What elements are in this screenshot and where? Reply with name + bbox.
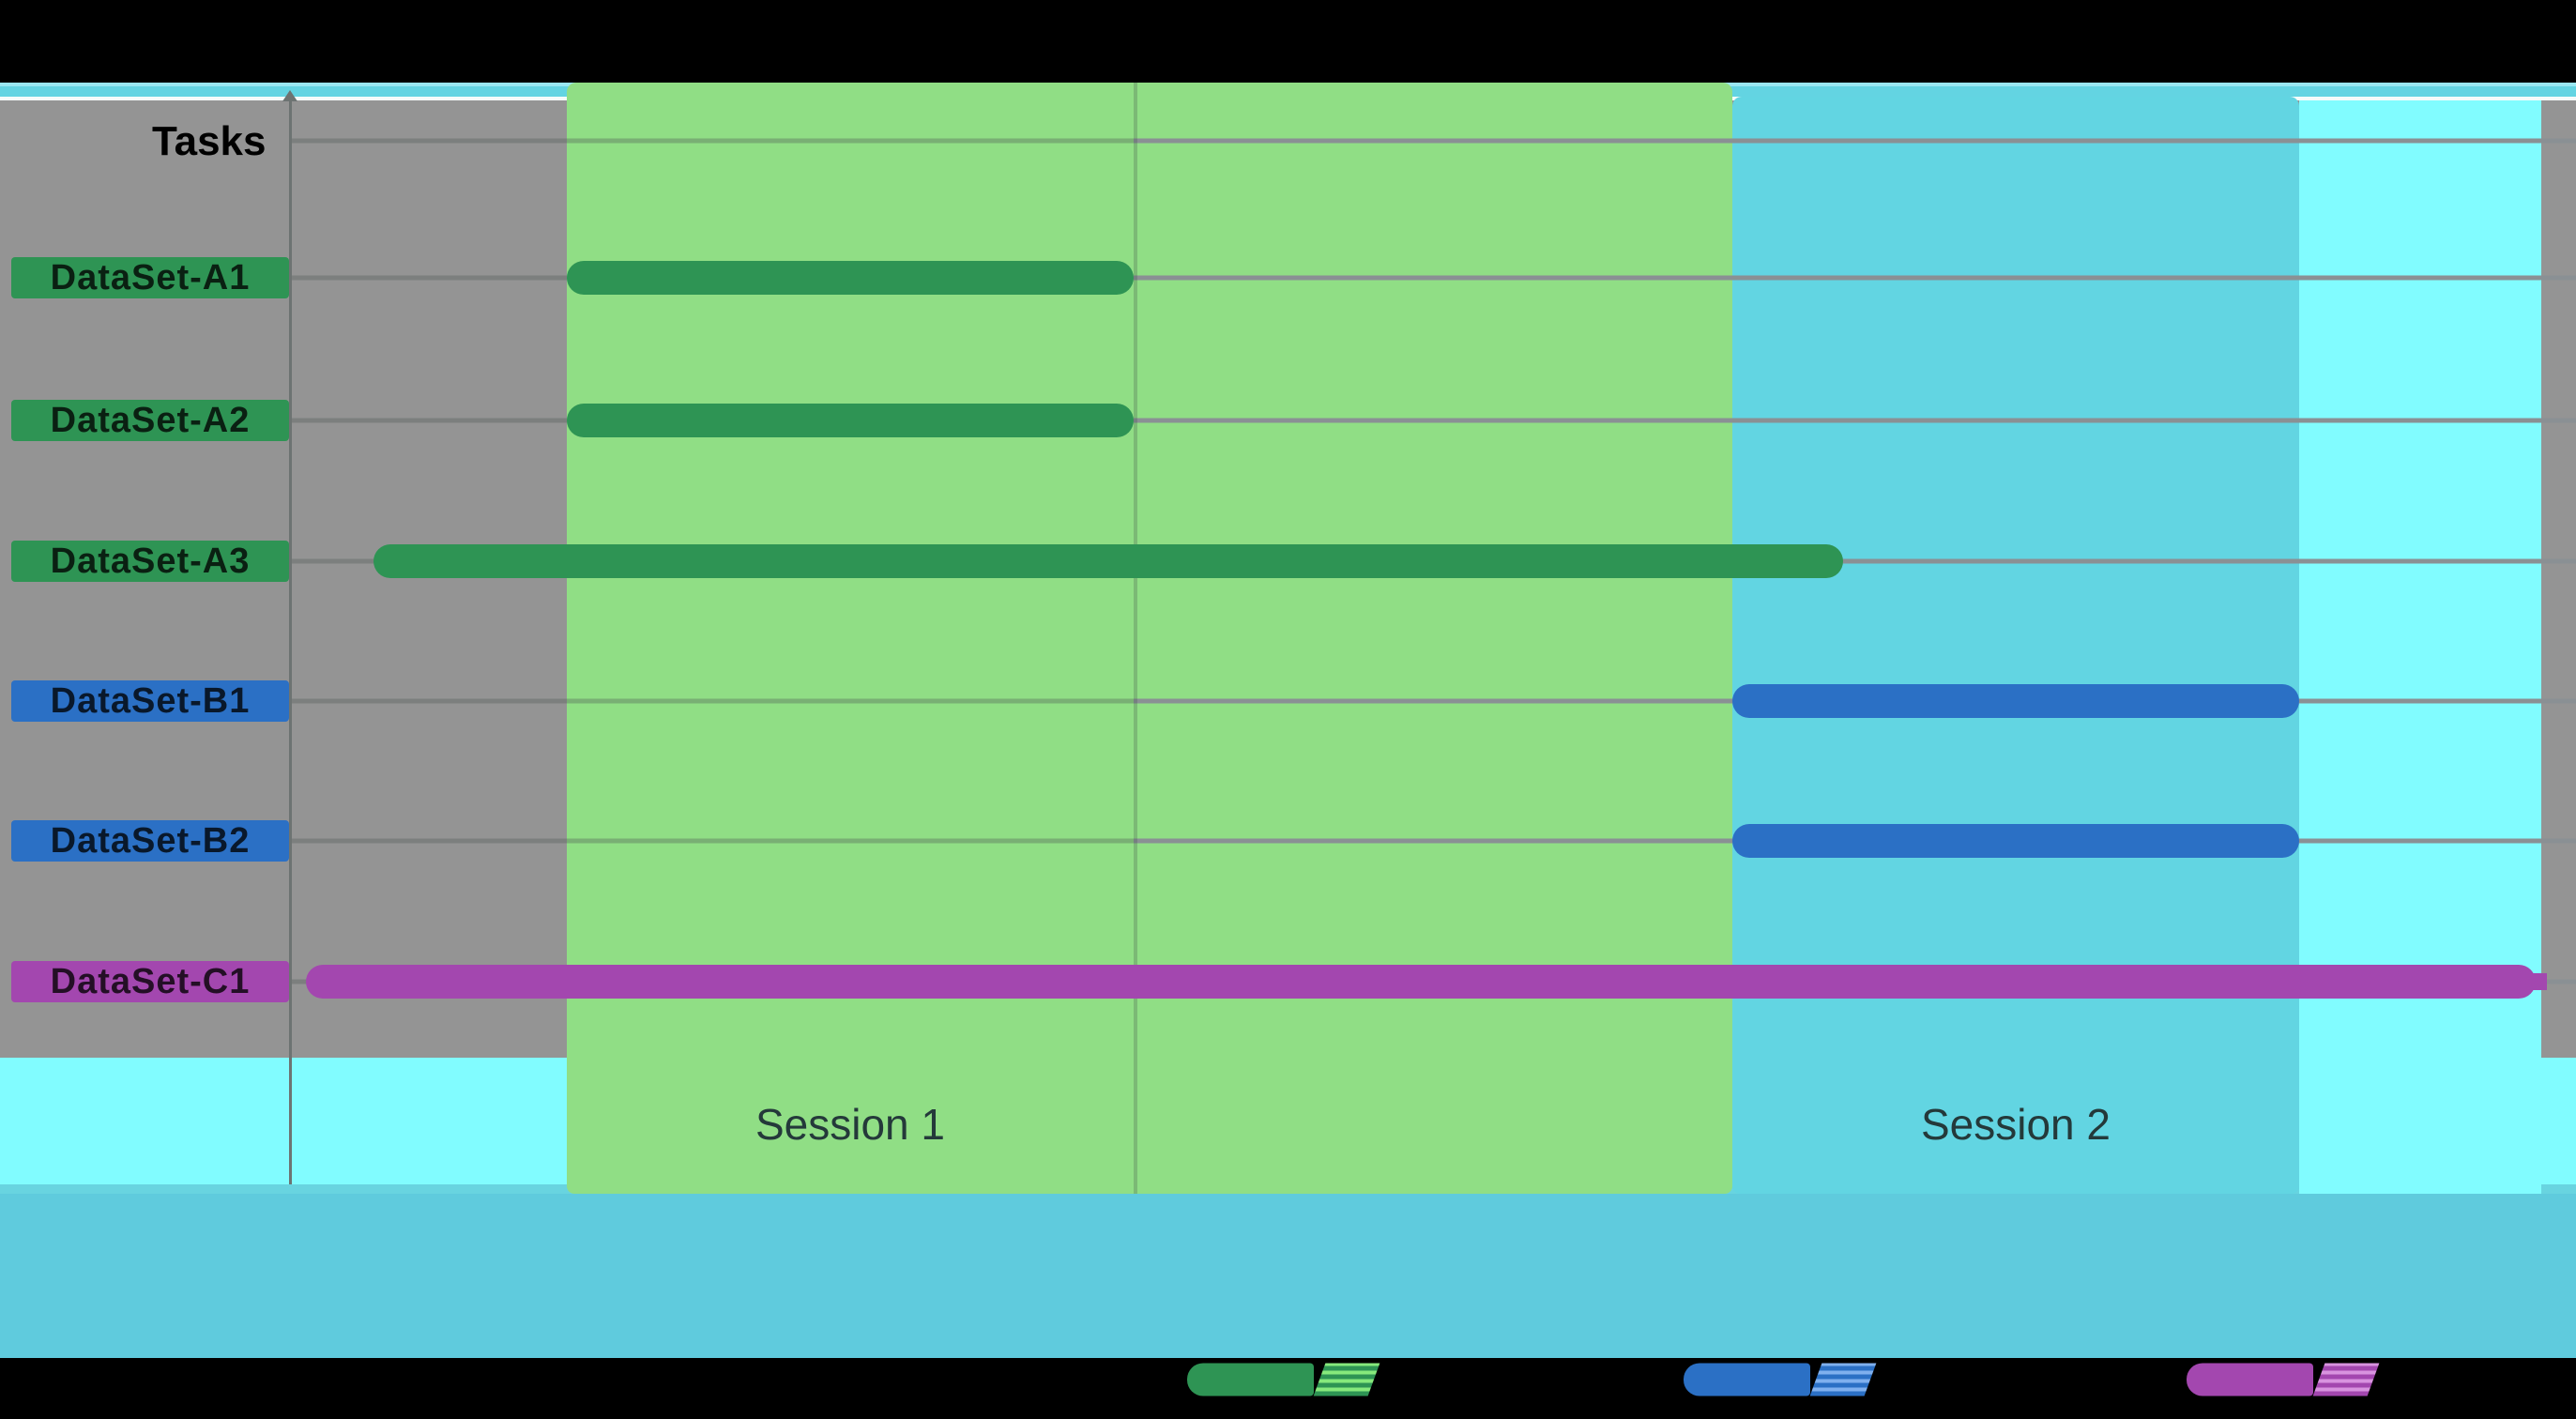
legend-hatch-slash (1809, 1363, 1877, 1396)
bottom-cyan-band (0, 1194, 2576, 1358)
gridline-solid (1134, 558, 2576, 564)
legend-hatch-slash (1313, 1363, 1380, 1396)
legend-item-series-C (2187, 1363, 2380, 1396)
gridline-solid (1134, 275, 2576, 281)
task-bar (1732, 684, 2299, 718)
task-label-pill: DataSet-A3 (11, 541, 289, 582)
session-label-1: Session 1 (755, 1100, 946, 1149)
legend-swatch (1684, 1363, 1810, 1396)
task-label-pill: DataSet-B2 (11, 820, 289, 862)
right-lightcyan-band (2299, 100, 2541, 1194)
session-label-2: Session 2 (1920, 1100, 2111, 1149)
task-label-pill: DataSet-C1 (11, 961, 289, 1002)
axis-title: Tasks (152, 118, 267, 164)
legend-hatch-slash (2312, 1363, 2380, 1396)
legend-item-series-B (1684, 1363, 1877, 1396)
y-axis-line (289, 97, 292, 1184)
session-band-2 (1732, 97, 2299, 1194)
task-label-pill: DataSet-A1 (11, 257, 289, 298)
legend-swatch (2187, 1363, 2313, 1396)
gridline-faint (291, 138, 1134, 144)
session-band-1 (567, 83, 1732, 1194)
task-label-pill: DataSet-B1 (11, 680, 289, 722)
gridline-solid (1134, 138, 2576, 144)
task-bar (373, 544, 1843, 578)
task-bar (1732, 824, 2299, 858)
task-bar (567, 261, 1134, 295)
task-label-pill: DataSet-A2 (11, 400, 289, 441)
task-bar-end-marker (2530, 973, 2547, 990)
vertical-gridline (1134, 83, 1137, 1194)
y-axis-arrow-icon (282, 90, 297, 101)
gridline-solid (1134, 418, 2576, 423)
legend-item-series-A (1187, 1363, 1380, 1396)
task-bar (306, 965, 2536, 999)
gridline-faint (291, 838, 1134, 844)
task-bar (567, 404, 1134, 437)
legend-swatch (1187, 1363, 1314, 1396)
gridline-faint (291, 698, 1134, 704)
